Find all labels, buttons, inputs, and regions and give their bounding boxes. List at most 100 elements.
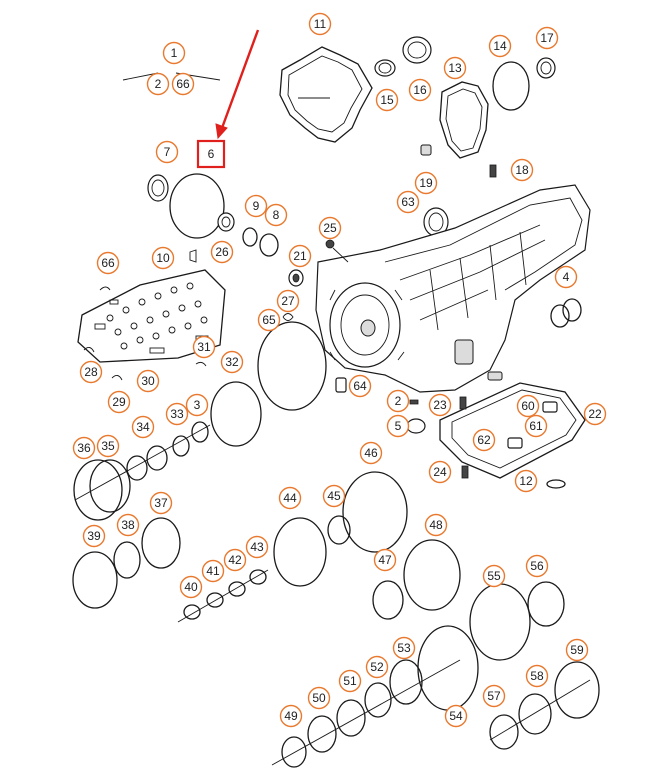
ring-57 (489, 714, 519, 750)
callout-circle (428, 460, 452, 484)
callout-number: 56 (530, 559, 544, 573)
callout-21: 21 (288, 244, 312, 268)
callout-number: 42 (228, 553, 242, 567)
ring-36 (73, 459, 123, 521)
ring-33 (172, 435, 190, 457)
callout-number: 28 (84, 365, 98, 379)
callout-53: 53 (392, 636, 416, 660)
callout-circle (96, 434, 120, 458)
callout-circle (179, 575, 203, 599)
screw-18 (489, 164, 497, 178)
ring-46 (342, 471, 408, 553)
callout-6: 6 (196, 139, 226, 169)
callout-number: 55 (487, 569, 501, 583)
callout-19: 19 (414, 171, 438, 195)
callout-circle (96, 251, 120, 275)
callout-number: 64 (353, 379, 367, 393)
callout-10: 10 (151, 246, 175, 270)
callout-circle (482, 564, 506, 588)
callout-2: 2 (386, 389, 410, 413)
callout-number: 57 (487, 689, 501, 703)
callout-number: 24 (433, 465, 447, 479)
callout-66: 66 (171, 72, 195, 96)
callout-number: 46 (364, 446, 378, 460)
seal-15 (374, 59, 396, 77)
callout-circle (338, 669, 362, 693)
o-ring-6 (169, 173, 225, 239)
callout-circle (392, 636, 416, 660)
callout-44: 44 (278, 486, 302, 510)
callout-4: 4 (554, 265, 578, 289)
callout-circle (162, 41, 186, 65)
callout-number: 58 (530, 669, 544, 683)
callout-circle (414, 171, 438, 195)
callout-number: 62 (477, 433, 491, 447)
callout-circle (146, 72, 170, 96)
callout-36: 36 (72, 436, 96, 460)
gasket-13 (439, 81, 489, 159)
callout-circle (554, 265, 578, 289)
callout-number: 25 (323, 221, 337, 235)
callout-number: 2 (155, 77, 162, 91)
callout-number: 17 (540, 31, 554, 45)
snap-ring-4a (550, 304, 570, 328)
callout-number: 19 (419, 176, 433, 190)
callout-circle (210, 240, 234, 264)
callout-circle (149, 491, 173, 515)
callout-number: 29 (112, 395, 126, 409)
callout-number: 32 (225, 355, 239, 369)
callout-16: 16 (408, 78, 432, 102)
callout-58: 58 (525, 664, 549, 688)
callout-number: 48 (429, 518, 443, 532)
seal-12 (546, 479, 566, 489)
callout-number: 43 (250, 540, 264, 554)
bolt-24 (461, 465, 469, 479)
oil-pan-22 (439, 382, 586, 479)
ring-45 (327, 515, 351, 545)
callout-37: 37 (149, 491, 173, 515)
callout-circle (288, 244, 312, 268)
callout-22: 22 (583, 402, 607, 426)
ring-65 (257, 321, 327, 411)
callout-circle (443, 56, 467, 80)
callout-number: 40 (184, 580, 198, 594)
callout-17: 17 (535, 26, 559, 50)
callout-number: 15 (380, 93, 394, 107)
callout-circle (276, 289, 300, 313)
callout-38: 38 (116, 513, 140, 537)
callout-circle (155, 140, 179, 164)
callout-circle (348, 374, 372, 398)
callout-number: 36 (77, 441, 91, 455)
callout-number: 30 (141, 374, 155, 388)
callout-number: 39 (87, 529, 101, 543)
bushing-26 (217, 212, 235, 232)
callout-number: 66 (101, 256, 115, 270)
callout-number: 3 (194, 398, 201, 412)
callout-circle (472, 428, 496, 452)
callout-43: 43 (245, 535, 269, 559)
callout-66: 66 (96, 251, 120, 275)
callout-number: 49 (284, 709, 298, 723)
callout-number: 14 (493, 39, 507, 53)
ring-58 (518, 693, 552, 735)
callout-circle (444, 704, 468, 728)
callout-circle (244, 194, 268, 218)
callout-number: 2 (395, 394, 402, 408)
callout-number: 18 (515, 163, 529, 177)
callout-40: 40 (179, 575, 203, 599)
ring-14 (492, 61, 530, 111)
callout-circle (278, 486, 302, 510)
callout-number: 12 (519, 474, 533, 488)
callout-number: 60 (521, 399, 535, 413)
callout-number: 44 (283, 491, 297, 505)
callout-number: 66 (176, 77, 190, 91)
callout-number: 50 (312, 691, 326, 705)
callout-number: 37 (154, 496, 168, 510)
callout-number: 33 (170, 407, 184, 421)
callout-30: 30 (136, 369, 160, 393)
callout-number: 41 (206, 564, 220, 578)
callout-circle (192, 335, 216, 359)
callout-circle (279, 704, 303, 728)
callout-number: 16 (413, 83, 427, 97)
